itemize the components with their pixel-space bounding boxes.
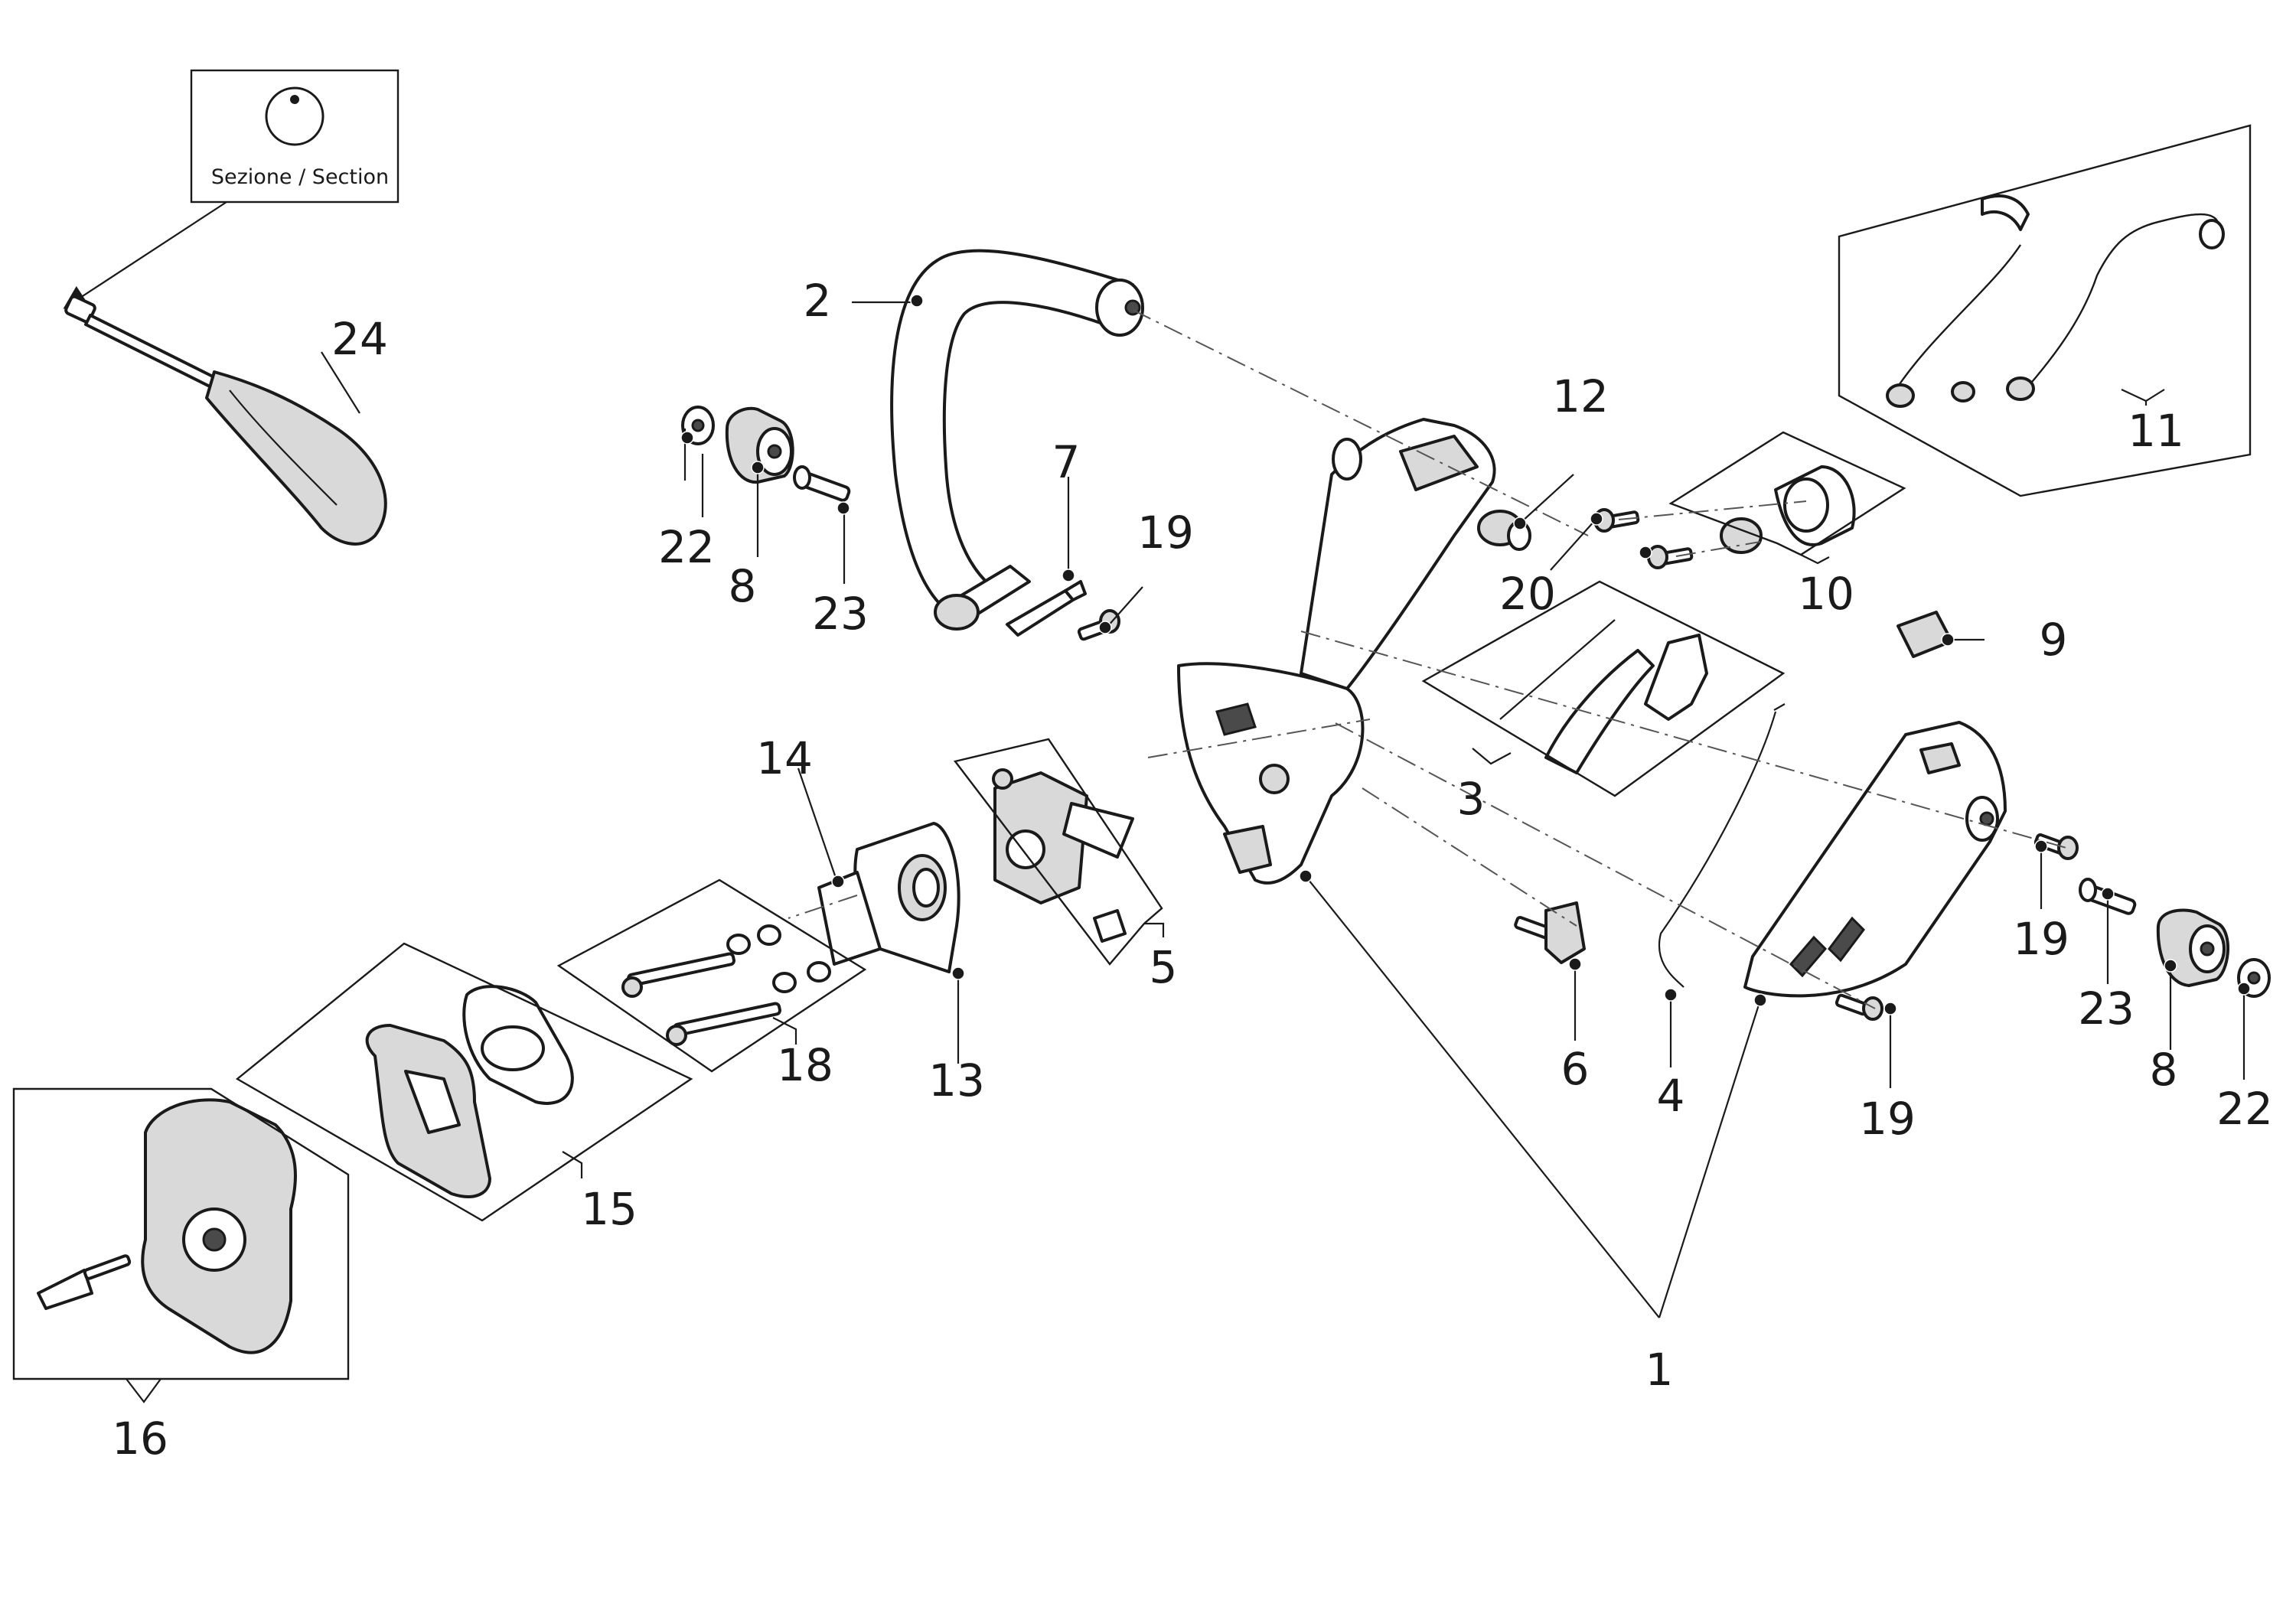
label-part-24: 24 [331, 313, 388, 365]
section-circle-icon [265, 86, 325, 146]
assembly-axis-lines [788, 309, 2067, 1009]
label-part-1: 1 [1645, 1344, 1674, 1396]
kit-frame-3 [1421, 580, 1786, 797]
label-part-16: 16 [112, 1413, 168, 1465]
kit-frame-5 [953, 738, 1163, 966]
part-8-damper-left [725, 406, 794, 484]
label-part-11: 11 [2128, 405, 2184, 457]
connector-dots [680, 294, 2251, 1015]
part-9-pad [1896, 611, 1953, 658]
section-callout: Sezione / Section [63, 69, 400, 309]
part-15-air-filter [365, 985, 574, 1198]
part-5-carburetor [992, 768, 1134, 943]
part-19-screw-top [1077, 609, 1120, 641]
part-number-labels: 1 2 3 4 5 6 7 8 8 9 10 11 12 13 14 15 16… [112, 275, 2273, 1465]
label-part-10: 10 [1798, 568, 1854, 620]
leader-lines [126, 301, 2245, 1403]
label-part-19-top: 19 [1137, 507, 1194, 559]
kit-frame-15 [235, 942, 693, 1222]
section-callout-label: Sezione / Section [211, 165, 389, 189]
part-14-gasket [817, 871, 882, 966]
label-part-23-right: 23 [2078, 983, 2135, 1035]
label-part-20: 20 [1499, 568, 1556, 620]
label-part-5: 5 [1150, 941, 1178, 993]
part-1-rear-handle [1743, 721, 2007, 998]
label-part-19-mid: 19 [2013, 913, 2069, 965]
label-part-8-right: 8 [2150, 1044, 2178, 1096]
label-part-22-right: 22 [2216, 1083, 2273, 1135]
kit-frame-18 [556, 878, 867, 1073]
part-6-knob [1514, 901, 1586, 964]
part-8-damper-right [2156, 908, 2229, 987]
section-arrow [63, 201, 227, 309]
part-19-screw-bottom [1835, 993, 1883, 1021]
part-23-pin-left [793, 465, 851, 502]
label-part-18: 18 [777, 1039, 833, 1091]
kit-frame-10 [1668, 431, 1906, 556]
section-callout-box [190, 69, 400, 204]
kit-frame-16 [12, 1087, 350, 1380]
kit-frame-11 [1838, 124, 2252, 497]
part-2-front-handle [890, 249, 1144, 631]
label-part-3: 3 [1457, 773, 1486, 825]
label-part-14: 14 [756, 732, 813, 784]
label-part-22-left: 22 [658, 521, 715, 573]
label-part-7: 7 [1052, 436, 1081, 488]
label-part-15: 15 [581, 1183, 638, 1235]
part-7-bracket [1006, 580, 1087, 637]
part-24-screwdriver [64, 295, 387, 546]
part-10-intake [1720, 465, 1856, 554]
label-part-12: 12 [1552, 370, 1609, 422]
part-3-trigger-kit [1499, 619, 1708, 774]
label-part-4: 4 [1657, 1070, 1685, 1122]
label-part-13: 13 [928, 1054, 985, 1106]
part-1-main-handle [1177, 418, 1496, 885]
label-part-23-left: 23 [812, 588, 869, 640]
label-part-9: 9 [2040, 614, 2068, 666]
part-4-rod [1658, 703, 1786, 988]
part-16-filter-cover [37, 1098, 297, 1354]
part-12-damper [1477, 510, 1531, 551]
label-part-8-left: 8 [729, 560, 757, 612]
label-part-6: 6 [1561, 1043, 1590, 1095]
part-11-fuel-hoses [1886, 194, 2225, 408]
part-20-screws [1593, 508, 1694, 569]
part-18-bolts [621, 924, 831, 1046]
label-part-19-bottom: 19 [1859, 1093, 1916, 1145]
label-part-2: 2 [804, 275, 832, 327]
